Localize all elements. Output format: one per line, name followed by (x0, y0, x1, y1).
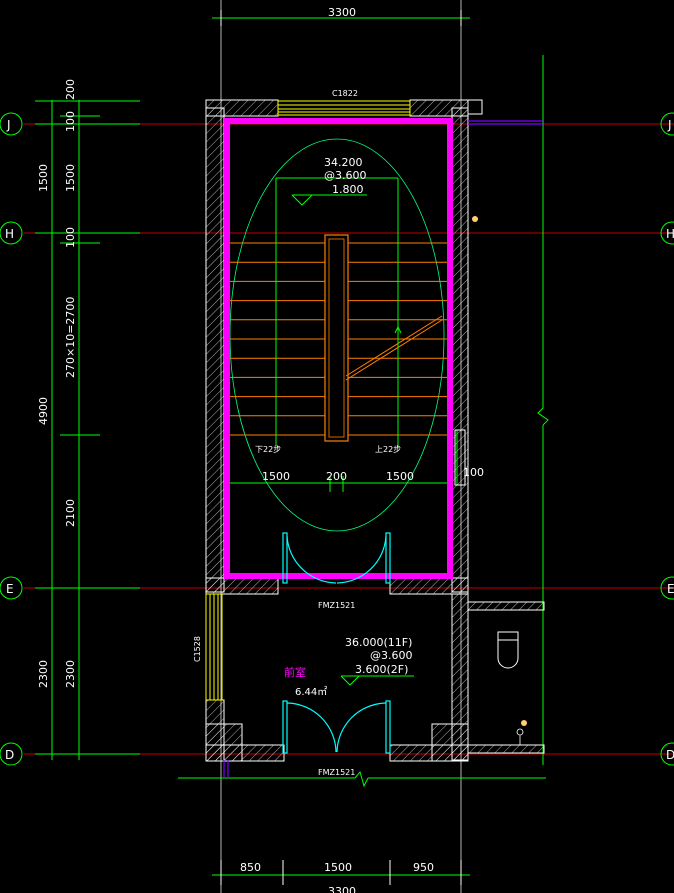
light-fixture-bottom (521, 720, 527, 726)
stair-dim-mid: 200 (326, 470, 347, 483)
stair-level-frame (275, 177, 399, 446)
wall-mid-left (205, 577, 279, 595)
stair-dim-left: 1500 (262, 470, 290, 483)
dim-bottom-right: 950 (413, 861, 434, 874)
walls (205, 99, 545, 762)
stair-up-label: 上22步 (375, 445, 401, 454)
wall-left-lower (205, 699, 225, 762)
dim-left-inner-2: 100 (64, 227, 77, 248)
highlight-frame (224, 118, 453, 579)
stair-arrow-marks (394, 325, 402, 370)
dimension-right (178, 55, 549, 788)
dimension-bottom (212, 860, 470, 885)
axis-label-e-left: E (6, 582, 14, 596)
axis-bubbles (0, 112, 674, 766)
axis-label-j-right: J (667, 118, 672, 132)
dim-left-inner-0: 100 (64, 111, 77, 132)
dim-left-outer-3: 2300 (37, 660, 50, 688)
stair-arrow (345, 315, 443, 381)
door-upper-label: FMZ1521 (318, 601, 355, 610)
right-dim-100: 100 (463, 466, 484, 479)
axis-label-j-left: J (6, 118, 11, 132)
room-area: 6.44㎡ (295, 686, 327, 698)
stair-well (324, 234, 349, 442)
wall-mid-right (389, 577, 469, 595)
stair-dim-right: 1500 (386, 470, 414, 483)
wall-left-upper (205, 107, 225, 593)
room-name: 前室 (284, 665, 306, 679)
dim-bottom-total: 3300 (328, 885, 356, 893)
window-left (205, 593, 223, 701)
dim-bottom-mid: 1500 (324, 861, 352, 874)
dim-left-inner-5: 2300 (64, 660, 77, 688)
toilet-fixture (497, 631, 519, 669)
purple-lines (223, 120, 543, 778)
axis-label-d-right: D (666, 748, 674, 762)
door-lower-label: FMZ1521 (318, 768, 355, 777)
dim-left-outer-0: 200 (64, 79, 77, 100)
stair-level-2: @3.600 (324, 169, 367, 182)
stair-down-label: 下22步 (255, 445, 281, 454)
axis-label-e-right: E (667, 582, 674, 596)
stair-level-3: 1.800 (332, 183, 364, 196)
dim-left-outer-1: 1500 (37, 164, 50, 192)
window-top (277, 100, 411, 116)
dimension-left (35, 100, 140, 760)
axis-lines (24, 123, 674, 755)
axis-label-d-left: D (5, 748, 14, 762)
room-level-frame (340, 675, 414, 686)
room-level-1: 36.000(11F) (345, 636, 412, 649)
dim-left-inner-4: 2100 (64, 499, 77, 527)
stair-level-1: 34.200 (324, 156, 363, 169)
dim-left-inner-1: 1500 (64, 164, 77, 192)
axis-label-h-right: H (666, 227, 674, 241)
stair-dims (226, 430, 458, 492)
dim-left-inner-3: 270×10=2700 (64, 297, 77, 378)
axis-label-h-left: H (5, 227, 14, 241)
column-bottom-right (431, 723, 469, 762)
dimension-top (212, 10, 470, 26)
door-upper (282, 532, 391, 584)
door-lower (282, 700, 391, 754)
room-level-2: @3.600 (370, 649, 413, 662)
wall-right-upper (451, 107, 469, 593)
wall-top-left (205, 99, 279, 117)
window-left-label: C1528 (193, 636, 202, 662)
wall-top-right (409, 99, 469, 117)
light-fixture-top (472, 216, 478, 222)
dim-bottom-left: 850 (240, 861, 261, 874)
room-level-3: 3.600(2F) (355, 663, 408, 676)
window-top-label: C1822 (332, 89, 358, 98)
dim-top-total: 3300 (328, 6, 356, 19)
dim-left-outer-2: 4900 (37, 397, 50, 425)
